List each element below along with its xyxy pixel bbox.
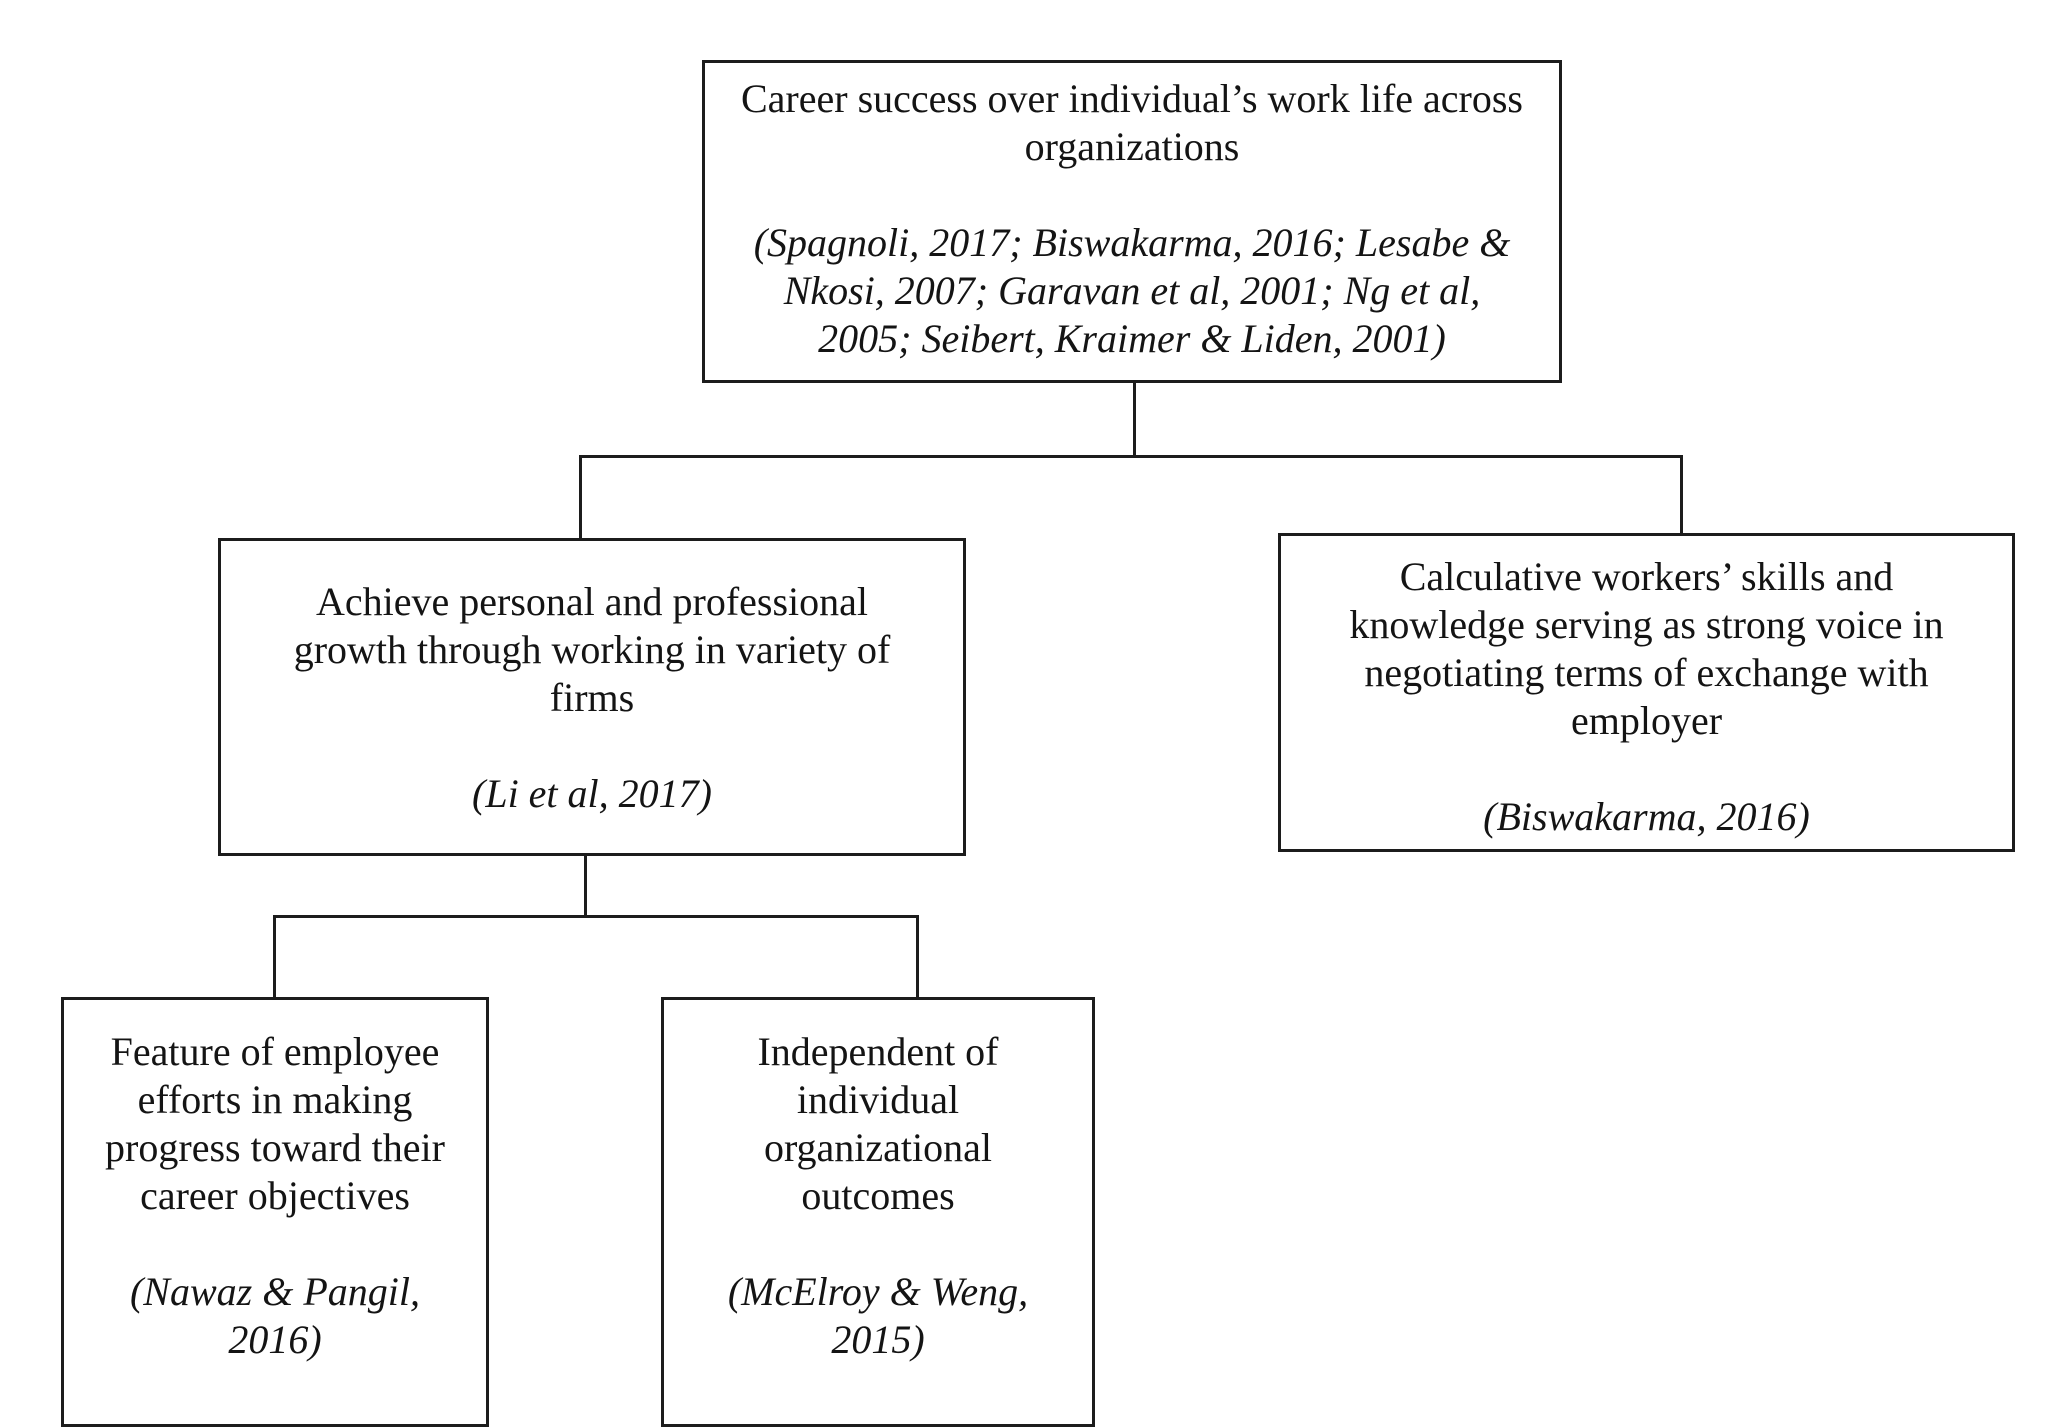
node-feature-text: Feature of employee efforts in making pr…: [105, 1029, 445, 1218]
node-employee-efforts: Feature of employee efforts in making pr…: [61, 997, 489, 1427]
node-career-success-text: Career success over individual’s work li…: [741, 76, 1523, 169]
node-calculative-text: Calculative workers’ skills and knowledg…: [1349, 554, 1944, 743]
node-independent-text: Independent of individual organizational…: [757, 1029, 999, 1218]
node-independent-outcomes: Independent of individual organizational…: [661, 997, 1095, 1427]
node-personal-professional-growth: Achieve personal and professional growth…: [218, 538, 966, 856]
connector-root-stem: [1133, 383, 1136, 457]
connector-level2-horizontal: [273, 915, 919, 918]
node-career-success-citation: (Spagnoli, 2017; Biswakarma, 2016; Lesab…: [753, 220, 1511, 361]
connector-growth-stem: [584, 854, 587, 917]
node-calculative-citation: (Biswakarma, 2016): [1483, 794, 1810, 839]
node-career-success: Career success over individual’s work li…: [702, 60, 1562, 383]
connector-drop-to-growth: [579, 455, 582, 540]
connector-drop-to-independent: [916, 915, 919, 999]
connector-level1-horizontal: [579, 455, 1683, 458]
connector-drop-to-feature: [273, 915, 276, 999]
node-calculative-workers: Calculative workers’ skills and knowledg…: [1278, 533, 2015, 852]
node-growth-text: Achieve personal and professional growth…: [293, 579, 891, 720]
node-growth-citation: (Li et al, 2017): [472, 771, 712, 816]
connector-drop-to-calculative: [1680, 455, 1683, 535]
node-feature-citation: (Nawaz & Pangil, 2016): [129, 1269, 421, 1362]
node-independent-citation: (McElroy & Weng, 2015): [727, 1269, 1029, 1362]
